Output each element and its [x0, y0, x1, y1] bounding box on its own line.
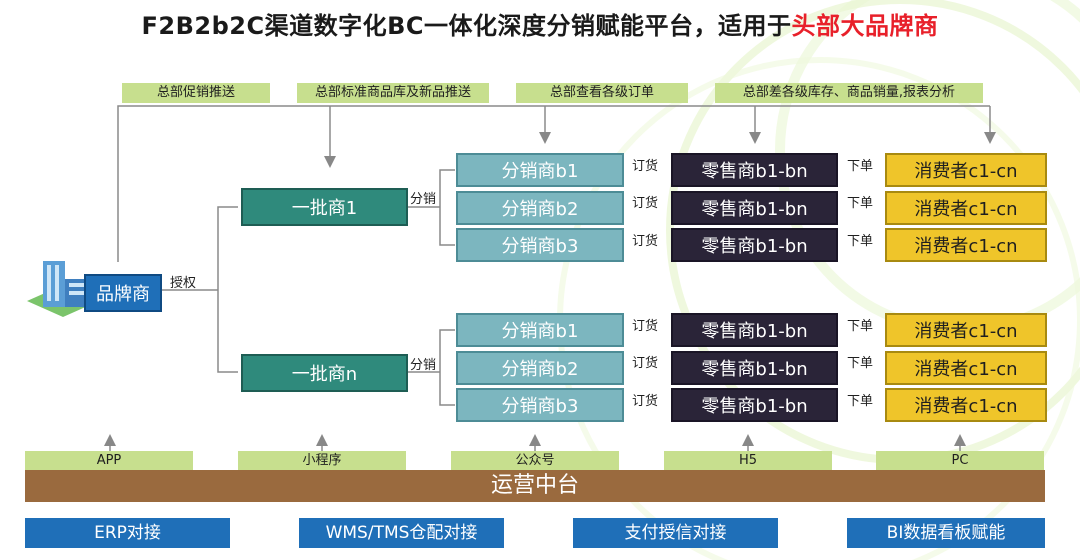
erp-integration-button[interactable]: ERP对接 — [25, 518, 230, 548]
consumer-g2-r2[interactable]: 消费者c1-cn — [885, 351, 1047, 385]
distributor-g2-b3[interactable]: 分销商b3 — [456, 388, 624, 422]
retailer-label: 零售商b1-bn — [701, 359, 808, 380]
consumer-g1-r1[interactable]: 消费者c1-cn — [885, 153, 1047, 187]
brand-node[interactable]: 品牌商 — [84, 274, 162, 312]
tag-view-orders: 总部查看各级订单 — [516, 83, 688, 103]
first-tier-n-label: 一批商n — [291, 364, 358, 385]
retailer-g2-r2[interactable]: 零售商b1-bn — [671, 351, 838, 385]
wms-tms-integration-button[interactable]: WMS/TMS仓配对接 — [299, 518, 504, 548]
consumer-g1-r2[interactable]: 消费者c1-cn — [885, 191, 1047, 225]
tag-product-library: 总部标准商品库及新品推送 — [297, 83, 489, 103]
place-order-label: 下单 — [847, 394, 874, 409]
retailer-label: 零售商b1-bn — [701, 199, 808, 220]
order-label: 订货 — [632, 159, 659, 174]
title-highlight: 头部大品牌商 — [791, 12, 939, 40]
order-label: 订货 — [632, 394, 659, 409]
consumer-label: 消费者c1-cn — [914, 321, 1018, 342]
distributor-label: 分销商b3 — [501, 236, 579, 257]
retailer-g2-r1[interactable]: 零售商b1-bn — [671, 313, 838, 347]
retailer-label: 零售商b1-bn — [701, 321, 808, 342]
bi-dashboard-button[interactable]: BI数据看板赋能 — [847, 518, 1045, 548]
channel-mini-program[interactable]: 小程序 — [238, 451, 406, 470]
distributor-label: 分销商b2 — [501, 359, 579, 380]
order-label: 订货 — [632, 196, 659, 211]
retailer-label: 零售商b1-bn — [701, 236, 808, 257]
page-title: F2B2b2C渠道数字化BC一体化深度分销赋能平台，适用于头部大品牌商 — [0, 6, 1080, 41]
consumer-label: 消费者c1-cn — [914, 359, 1018, 380]
brand-label: 品牌商 — [96, 284, 150, 305]
title-main: F2B2b2C渠道数字化BC一体化深度分销赋能平台，适用于 — [141, 12, 792, 40]
channel-h5[interactable]: H5 — [664, 451, 832, 470]
distributor-label: 分销商b3 — [501, 396, 579, 417]
distributor-label: 分销商b2 — [501, 199, 579, 220]
retailer-label: 零售商b1-bn — [701, 396, 808, 417]
first-tier-1-label: 一批商1 — [291, 198, 358, 219]
first-tier-1[interactable]: 一批商1 — [241, 188, 408, 226]
retailer-g1-r1[interactable]: 零售商b1-bn — [671, 153, 838, 187]
channel-pc[interactable]: PC — [876, 451, 1044, 470]
consumer-g1-r3[interactable]: 消费者c1-cn — [885, 228, 1047, 262]
order-label: 订货 — [632, 319, 659, 334]
place-order-label: 下单 — [847, 196, 874, 211]
distributor-label: 分销商b1 — [501, 161, 579, 182]
distribute-label-1: 分销 — [410, 192, 437, 207]
retailer-g1-r2[interactable]: 零售商b1-bn — [671, 191, 838, 225]
distributor-g1-b2[interactable]: 分销商b2 — [456, 191, 624, 225]
operations-platform: 运营中台 — [25, 470, 1045, 502]
order-label: 订货 — [632, 356, 659, 371]
distributor-g1-b3[interactable]: 分销商b3 — [456, 228, 624, 262]
tag-promotion-push: 总部促销推送 — [122, 83, 270, 103]
channel-official-account[interactable]: 公众号 — [451, 451, 619, 470]
distributor-g2-b2[interactable]: 分销商b2 — [456, 351, 624, 385]
consumer-g2-r3[interactable]: 消费者c1-cn — [885, 388, 1047, 422]
first-tier-n[interactable]: 一批商n — [241, 354, 408, 392]
channel-app[interactable]: APP — [25, 451, 193, 470]
distributor-label: 分销商b1 — [501, 321, 579, 342]
place-order-label: 下单 — [847, 356, 874, 371]
consumer-label: 消费者c1-cn — [914, 161, 1018, 182]
retailer-label: 零售商b1-bn — [701, 161, 808, 182]
distributor-g1-b1[interactable]: 分销商b1 — [456, 153, 624, 187]
consumer-label: 消费者c1-cn — [914, 396, 1018, 417]
retailer-g2-r3[interactable]: 零售商b1-bn — [671, 388, 838, 422]
order-label: 订货 — [632, 234, 659, 249]
place-order-label: 下单 — [847, 234, 874, 249]
consumer-g2-r1[interactable]: 消费者c1-cn — [885, 313, 1047, 347]
distributor-g2-b1[interactable]: 分销商b1 — [456, 313, 624, 347]
auth-label: 授权 — [170, 276, 197, 291]
place-order-label: 下单 — [847, 319, 874, 334]
consumer-label: 消费者c1-cn — [914, 199, 1018, 220]
consumer-label: 消费者c1-cn — [914, 236, 1018, 257]
retailer-g1-r3[interactable]: 零售商b1-bn — [671, 228, 838, 262]
distribute-label-n: 分销 — [410, 358, 437, 373]
payment-credit-integration-button[interactable]: 支付授信对接 — [573, 518, 778, 548]
place-order-label: 下单 — [847, 159, 874, 174]
tag-inventory-analysis: 总部差各级库存、商品销量,报表分析 — [715, 83, 983, 103]
